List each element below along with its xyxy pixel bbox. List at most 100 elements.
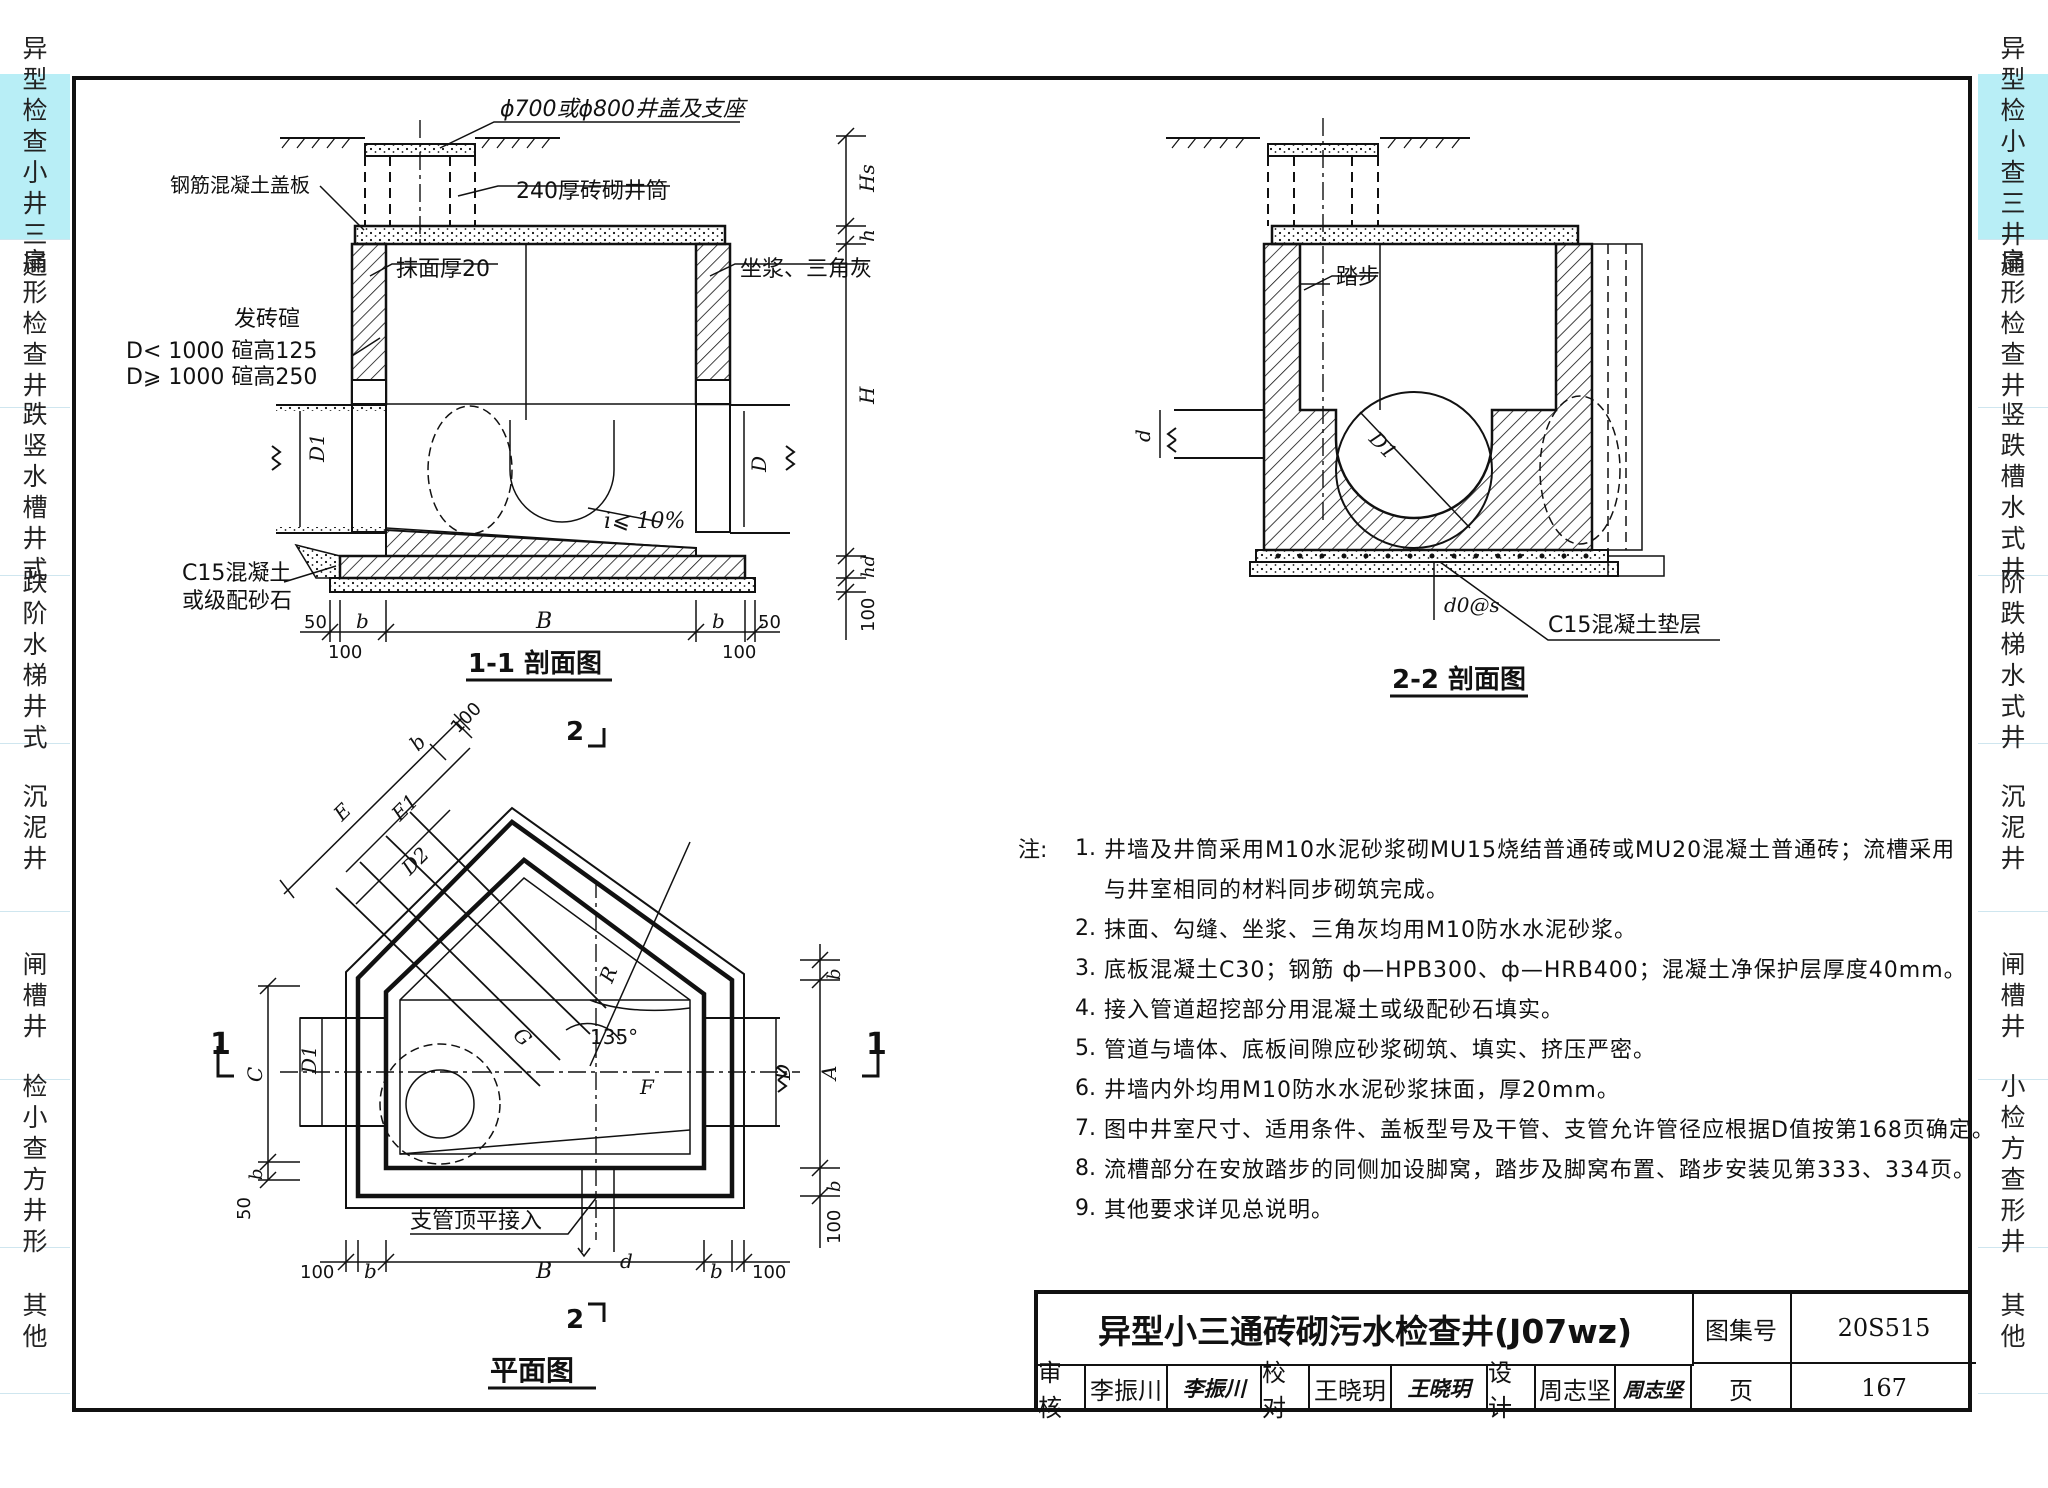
plaster-label: 抹面厚20: [396, 257, 490, 282]
section22-D1-label: D1: [1364, 426, 1402, 464]
note-row: 8.流槽部分在安放踏步的同侧加设脚窝，踏步及脚窝布置、踏步安装见第333、334…: [1075, 1155, 1976, 1184]
review-name: 李振川: [1086, 1364, 1168, 1412]
plan-view: E E1 D2 b 100 R G F 135° C D1 b 50: [210, 698, 887, 1390]
plan-dim-E1: E1: [386, 789, 423, 826]
plan-dim-b-right-bottom: b: [824, 1180, 845, 1192]
side-tab-left-4[interactable]: 跌阶水梯井式: [0, 568, 70, 752]
plan-dim-D: D: [771, 1064, 795, 1081]
arch-rule-1: D< 1000 碹高125: [126, 339, 317, 364]
drawing-frame: [72, 76, 1972, 1412]
dim-b-right: b: [712, 609, 725, 633]
slab-label: 钢筋混凝土盖板: [170, 173, 310, 197]
side-tab-right-2[interactable]: 扇形检查井: [1978, 240, 2048, 408]
side-tab-left-6[interactable]: 闸槽井: [0, 912, 70, 1080]
plan-dim-b-top: b: [405, 730, 431, 756]
mortar-label: 坐浆、三角灰: [740, 257, 872, 282]
side-tab-left-7[interactable]: 检小查方井形: [0, 1072, 70, 1256]
note-row: 注:1.井墙及井筒采用M10水泥砂浆砌MU15烧结普通砖或MU20混凝土普通砖；…: [1018, 828, 1954, 868]
plan-dim-F: F: [639, 1075, 655, 1099]
dim-D: D: [747, 456, 771, 473]
note-row: 5.管道与墙体、底板间隙应砂浆砌筑、填实、挤压严密。: [1075, 1035, 1657, 1064]
section-2-2-title: 2-2 剖面图: [1392, 664, 1526, 695]
dim-b-left: b: [356, 609, 369, 633]
plan-dim-G: G: [508, 1023, 536, 1051]
cut-marker-right: 1: [866, 1027, 887, 1062]
side-tab-left-3[interactable]: 跌竖水槽井式: [0, 400, 70, 584]
left-side-tabs: 异型检查小井三通 扇形检查井 跌竖水槽井式 跌阶水梯井式 沉泥井 闸槽井 检小查…: [0, 34, 70, 1394]
base-label-1: C15混凝土: [182, 561, 291, 586]
cover-label: ϕ700或ϕ800井盖及支座: [500, 97, 748, 122]
dim-D1: D1: [305, 433, 329, 463]
plan-dim-100-top: 100: [447, 698, 486, 737]
cut-marker-bottom: 2: [566, 1305, 584, 1335]
dim-100-right: 100: [722, 642, 756, 663]
section22-base-label: C15混凝土垫层: [1548, 613, 1701, 638]
plan-dim-100-left: 100: [300, 1262, 334, 1283]
dim-B: B: [535, 609, 552, 634]
review-label: 审核: [1038, 1359, 1086, 1422]
section-1-1-title: 1-1 剖面图: [468, 648, 602, 679]
pipe-d-label: d: [1131, 429, 1155, 442]
check-label: 校对: [1262, 1359, 1310, 1422]
plan-dim-B: B: [535, 1259, 552, 1284]
side-tab-right-4[interactable]: 阶跌梯水式井: [1978, 568, 2048, 752]
plan-dim-100-bottom-right: 100: [752, 1262, 786, 1283]
note-row: 7.图中井室尺寸、适用条件、盖板型号及干管、支管允许管径应根据D值按第168页确…: [1075, 1115, 1995, 1144]
check-name: 王晓玥: [1310, 1364, 1392, 1412]
step-label: 踏步: [1336, 265, 1380, 290]
side-tab-right-1[interactable]: 异型检小查三井通: [1978, 34, 2048, 280]
title-block: 异型小三通砖砌污水检查井(J07wz) 图集号 20S515 审核 李振川 李振…: [1034, 1290, 1976, 1422]
dim-100-vertical: 100: [858, 598, 879, 632]
side-tab-right-5[interactable]: 沉泥井: [1978, 744, 2048, 912]
dim-hs: Hs: [855, 164, 879, 193]
note-row: 3.底板混凝土C30；钢筋 ф—HPB300、ф—HRB400；混凝土净保护层厚…: [1075, 955, 1967, 984]
right-side-tabs: 异型检小查三井通 扇形检查井 竖跌槽水式井 阶跌梯水式井 沉泥井 闸槽井 小检方…: [1978, 34, 2048, 1394]
side-tab-left-8[interactable]: 其他: [0, 1248, 70, 1394]
rebar-label: d0@s: [1444, 593, 1500, 617]
side-tab-left-5[interactable]: 沉泥井: [0, 744, 70, 912]
plan-dim-E: E: [328, 798, 356, 826]
plan-dim-A: A: [817, 1066, 841, 1082]
dim-H: H: [855, 386, 879, 405]
dim-50-right: 50: [758, 612, 781, 633]
note-row: 6.井墙内外均用M10防水水泥砂浆抹面，厚20mm。: [1075, 1075, 1620, 1104]
plan-dim-R: R: [594, 963, 622, 987]
notes-lead: 注:: [1018, 838, 1048, 863]
review-signature: 李振川: [1168, 1364, 1262, 1412]
plan-angle: 135°: [590, 1025, 638, 1049]
base-label-2: 或级配砂石: [182, 589, 292, 614]
note-row: 2.抹面、勾缝、坐浆、三角灰均用M10防水水泥砂浆。: [1075, 915, 1637, 944]
section-2-2: d D1 踏步 d0@s C15混凝土垫层 2-2 剖面图: [1131, 118, 1720, 698]
plan-dim-D1: D1: [297, 1045, 321, 1075]
side-tab-right-8[interactable]: 其他: [1978, 1248, 2048, 1394]
note-row: 与井室相同的材料同步砌筑完成。: [1104, 878, 1450, 903]
atlas-number: 20S515: [1792, 1294, 1976, 1364]
plan-dim-b-left: b: [246, 1168, 267, 1180]
page-number: 167: [1861, 1374, 1907, 1402]
cut-marker-top: 2: [566, 717, 584, 747]
atlas-label: 图集号: [1692, 1294, 1792, 1364]
side-tab-right-3[interactable]: 竖跌槽水式井: [1978, 400, 2048, 584]
check-signature: 王晓玥: [1392, 1364, 1488, 1412]
side-tab-right-6[interactable]: 闸槽井: [1978, 912, 2048, 1080]
side-tab-left-1[interactable]: 异型检查小井三通: [0, 34, 70, 280]
dim-hd: hd: [858, 555, 879, 578]
branch-label: 支管顶平接入: [410, 1209, 542, 1234]
dim-h: h: [855, 229, 879, 242]
side-tab-left-2[interactable]: 扇形检查井: [0, 240, 70, 408]
plan-dim-C: C: [243, 1067, 267, 1082]
section-1-1: i⩽ 10% ϕ700或ϕ800井盖及支座 240厚砖砌井筒 钢筋混凝土盖板 抹…: [126, 97, 879, 682]
arch-label: 发砖碹: [234, 307, 300, 332]
note-row: 4.接入管道超挖部分用混凝土或级配砂石填实。: [1075, 995, 1565, 1024]
plan-dim-b-right-top: b: [824, 968, 845, 980]
page-label: 页: [1692, 1364, 1792, 1412]
note-row: 9.其他要求详见总说明。: [1075, 1195, 1335, 1224]
dim-100-left: 100: [328, 642, 362, 663]
notes: 注:1.井墙及井筒采用M10水泥砂浆砌MU15烧结普通砖或MU20混凝土普通砖；…: [1018, 828, 1995, 1228]
plan-title: 平面图: [490, 1354, 574, 1387]
plan-dim-b-bottom-right: b: [710, 1259, 723, 1283]
design-signature: 周志坚: [1616, 1364, 1692, 1412]
design-name: 周志坚: [1536, 1364, 1616, 1412]
side-tab-right-7[interactable]: 小检方查形井: [1978, 1072, 2048, 1256]
